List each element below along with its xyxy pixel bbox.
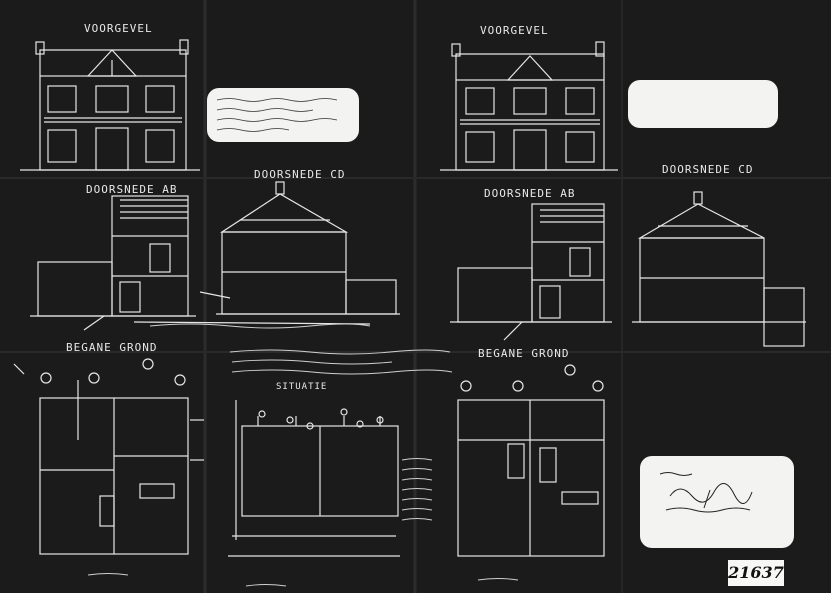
- label-front-elevation-right: VOORGEVEL: [480, 24, 549, 37]
- label-front-elevation-left: VOORGEVEL: [84, 22, 153, 35]
- label-situation: SITUATIE: [276, 382, 328, 392]
- front-elevation-right: [440, 41, 618, 171]
- label-ground-floor-right: BEGANE GROND: [478, 347, 570, 360]
- signature: [659, 472, 753, 513]
- section-ab-left: [30, 195, 196, 331]
- section-cd-left: [216, 181, 400, 315]
- archive-number-stamp: 21637: [728, 560, 784, 586]
- handwritten-scribble: [216, 98, 338, 132]
- section-ab-right: [450, 203, 612, 341]
- floor-plan-right: [457, 364, 605, 557]
- label-section-ab-left: DOORSNEDE AB: [86, 183, 178, 196]
- section-cd-right: [632, 191, 806, 347]
- handwritten-label-card: [207, 88, 359, 142]
- label-ground-floor-left: BEGANE GROND: [66, 341, 158, 354]
- signature-card: [640, 456, 794, 548]
- label-section-ab-right: DOORSNEDE AB: [484, 187, 576, 200]
- label-section-cd-right: DOORSNEDE CD: [662, 163, 754, 176]
- label-section-cd-left: DOORSNEDE CD: [254, 168, 346, 181]
- floor-plan-left: [39, 358, 204, 555]
- blank-label-card: [628, 80, 778, 128]
- front-elevation-left: [20, 39, 200, 171]
- situation-plan: [228, 400, 400, 557]
